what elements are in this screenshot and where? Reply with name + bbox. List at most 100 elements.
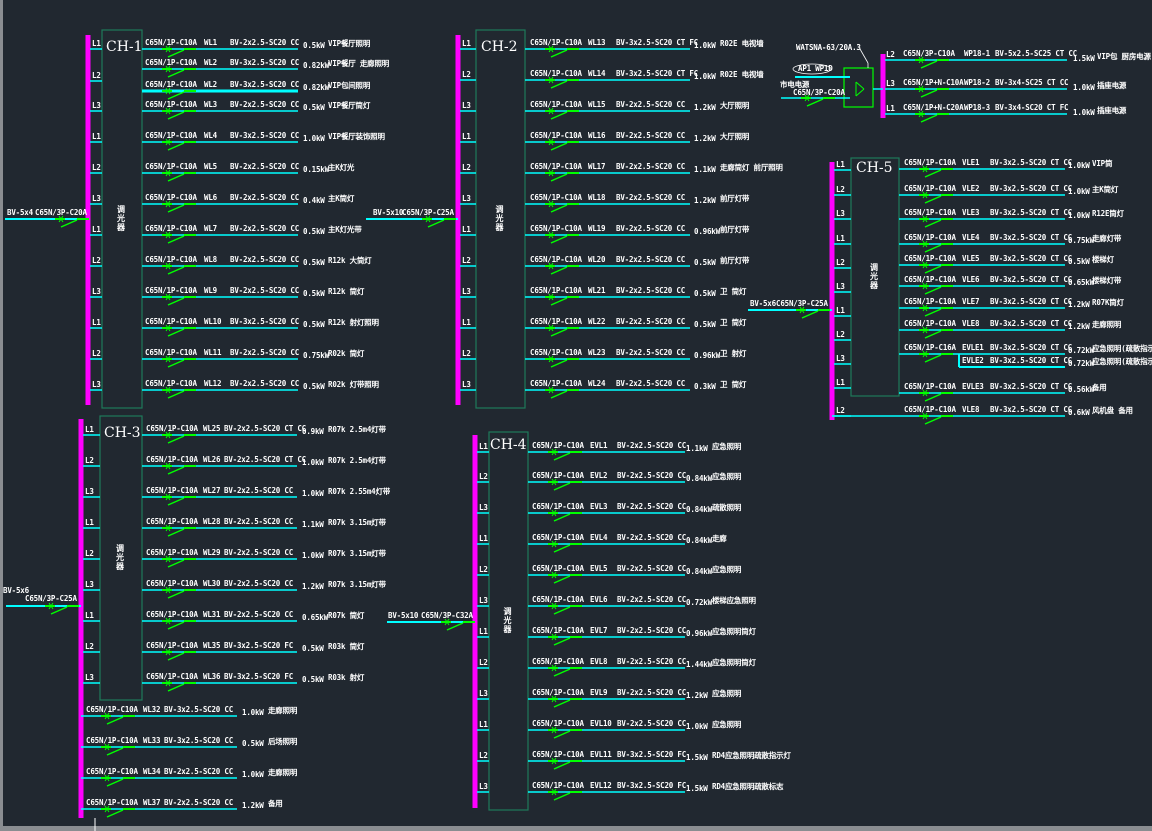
breaker-switch-icon[interactable]: [545, 76, 579, 89]
breaker-segment: [167, 683, 185, 692]
load-power: 0.84kW: [686, 567, 712, 576]
breaker-switch-icon[interactable]: [101, 774, 135, 787]
breaker-switch-icon[interactable]: [162, 200, 196, 213]
breaker-segment: [165, 493, 171, 501]
breaker-segment: [167, 559, 185, 568]
feeder-breaker-icon[interactable]: [796, 306, 830, 319]
breaker-switch-icon[interactable]: [548, 540, 582, 553]
breaker-switch-icon[interactable]: [545, 45, 579, 58]
breaker-switch-icon[interactable]: [162, 462, 196, 475]
breaker-switch-icon[interactable]: [162, 231, 196, 244]
breaker-segment: [550, 266, 568, 275]
breaker-switch-icon[interactable]: [545, 293, 579, 306]
breaker-switch-icon[interactable]: [162, 524, 196, 537]
breaker-switch-icon[interactable]: [919, 350, 953, 363]
breaker-segment: [918, 110, 924, 118]
breaker-switch-icon[interactable]: [545, 386, 579, 399]
load-power: 0.84kW: [686, 474, 712, 483]
breaker-switch-icon[interactable]: [545, 107, 579, 120]
feeder-breaker-icon[interactable]: [55, 215, 89, 228]
cable-spec: BV-3x4-SC20 CT FC: [995, 103, 1069, 112]
breaker-segment: [922, 282, 928, 290]
circuit-id: WL37: [143, 798, 161, 807]
breaker-switch-icon[interactable]: [548, 726, 582, 739]
breaker-switch-icon[interactable]: [162, 45, 196, 58]
load-power: 1.2kW: [1068, 300, 1090, 309]
panel-title-ch1: CH-1: [106, 39, 143, 55]
breaker-switch-icon[interactable]: [548, 633, 582, 646]
breaker-segment: [924, 244, 942, 253]
breaker-switch-icon[interactable]: [162, 169, 196, 182]
breaker-switch-icon[interactable]: [545, 262, 579, 275]
cable-spec: BV-3x2.5-SC20 CC: [164, 736, 234, 745]
breaker-switch-icon[interactable]: [162, 87, 196, 100]
breaker-switch-icon[interactable]: [548, 602, 582, 615]
breaker-segment: [553, 668, 571, 677]
breaker-switch-icon[interactable]: [915, 110, 949, 123]
breaker-segment: [167, 621, 185, 630]
breaker-switch-icon[interactable]: [162, 107, 196, 120]
source-tag: AP1 WP1D: [798, 64, 833, 73]
breaker-switch-icon[interactable]: [545, 138, 579, 151]
breaker-switch-icon[interactable]: [162, 386, 196, 399]
breaker-switch-icon[interactable]: [548, 478, 582, 491]
breaker-spec: C65N/1P-C10A: [146, 610, 198, 619]
breaker-switch-icon[interactable]: [162, 293, 196, 306]
breaker-switch-icon[interactable]: [545, 200, 579, 213]
breaker-switch-icon[interactable]: [545, 231, 579, 244]
breaker-switch-icon[interactable]: [919, 304, 953, 317]
breaker-switch-icon[interactable]: [919, 215, 953, 228]
breaker-switch-icon[interactable]: [545, 324, 579, 337]
breaker-switch-icon[interactable]: [548, 509, 582, 522]
breaker-switch-icon[interactable]: [919, 282, 953, 295]
breaker-switch-icon[interactable]: [548, 695, 582, 708]
phase-label: L2: [836, 406, 845, 415]
breaker-switch-icon[interactable]: [162, 586, 196, 599]
feeder-breaker-icon[interactable]: [441, 618, 475, 631]
breaker-switch-icon[interactable]: [548, 788, 582, 801]
breaker-switch-icon[interactable]: [919, 240, 953, 253]
breaker-segment: [922, 261, 928, 269]
breaker-segment: [104, 712, 110, 720]
breaker-switch-icon[interactable]: [162, 555, 196, 568]
phase-label: L1: [92, 225, 101, 234]
load-description: 应急照明: [712, 689, 742, 698]
circuit-id: WL10: [204, 317, 222, 326]
breaker-switch-icon[interactable]: [915, 56, 949, 69]
breaker-switch-icon[interactable]: [162, 617, 196, 630]
breaker-switch-icon[interactable]: [548, 757, 582, 770]
breaker-switch-icon[interactable]: [101, 805, 135, 818]
feeder-breaker-icon[interactable]: [422, 215, 456, 228]
breaker-switch-icon[interactable]: [919, 412, 953, 425]
breaker-switch-icon[interactable]: [919, 191, 953, 204]
breaker-switch-icon[interactable]: [101, 743, 135, 756]
circuit-id: WL22: [588, 317, 606, 326]
breaker-switch-icon[interactable]: [919, 389, 953, 402]
breaker-switch-icon[interactable]: [162, 324, 196, 337]
breaker-switch-icon[interactable]: [162, 65, 196, 78]
breaker-switch-icon[interactable]: [162, 431, 196, 444]
breaker-switch-icon[interactable]: [162, 138, 196, 151]
breaker-switch-icon[interactable]: [548, 448, 582, 461]
breaker-switch-icon[interactable]: [919, 326, 953, 339]
breaker-spec: C65N/1P-C10A: [904, 405, 956, 414]
breaker-switch-icon[interactable]: [548, 571, 582, 584]
phase-label: L2: [92, 349, 101, 358]
breaker-switch-icon[interactable]: [548, 664, 582, 677]
breaker-switch-icon[interactable]: [162, 493, 196, 506]
load-power: 1.44kW: [686, 660, 712, 669]
breaker-switch-icon[interactable]: [162, 679, 196, 692]
backup-breaker-icon[interactable]: [801, 94, 835, 107]
breaker-switch-icon[interactable]: [101, 712, 135, 725]
breaker-switch-icon[interactable]: [162, 355, 196, 368]
feeder-breaker-icon[interactable]: [45, 602, 79, 615]
breaker-switch-icon[interactable]: [162, 262, 196, 275]
breaker-segment: [924, 354, 942, 363]
breaker-switch-icon[interactable]: [915, 85, 949, 98]
breaker-switch-icon[interactable]: [545, 169, 579, 182]
breaker-switch-icon[interactable]: [919, 165, 953, 178]
breaker-switch-icon[interactable]: [162, 648, 196, 661]
breaker-switch-icon[interactable]: [545, 355, 579, 368]
breaker-switch-icon[interactable]: [919, 261, 953, 274]
